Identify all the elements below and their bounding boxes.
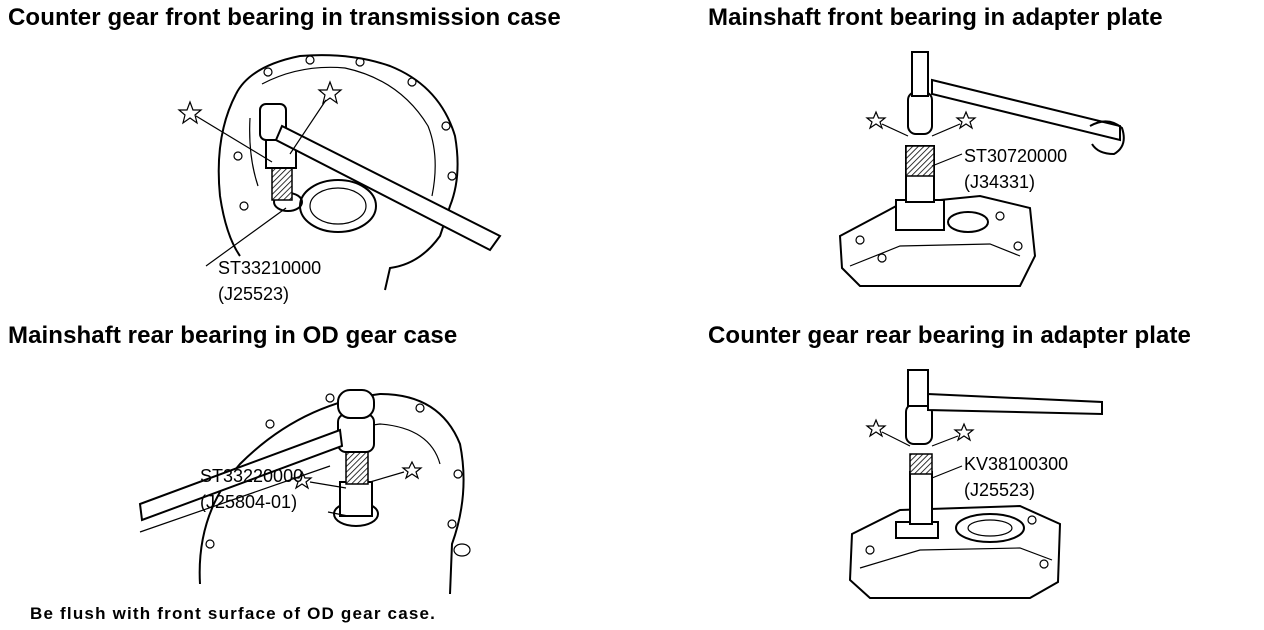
transmission-case-illustration	[177, 54, 502, 291]
star-icon	[317, 80, 343, 105]
star-icon	[291, 470, 313, 490]
tool-number-label: ST33210000	[218, 258, 322, 278]
tool-number-label: ST33220000	[200, 466, 304, 486]
tool-number-label: ST30720000	[964, 146, 1068, 166]
footnote: Be flush with front surface of OD gear c…	[30, 604, 437, 623]
star-icon	[177, 100, 203, 125]
panel-title: Mainshaft front bearing in adapter plate	[708, 4, 1163, 31]
od-gear-case-illustration	[138, 389, 471, 595]
star-icon	[401, 460, 423, 480]
panel-mainshaft-rear-bearing: Mainshaft rear bearing in OD gear case	[0, 318, 620, 628]
star-icon	[953, 422, 975, 442]
tool-alt-label: (J25523)	[218, 284, 290, 304]
adapter-plate-rear-illustration	[848, 369, 1103, 599]
panel-counter-gear-rear-bearing: Counter gear rear bearing in adapter pla…	[700, 318, 1264, 628]
panel-mainshaft-front-bearing: Mainshaft front bearing in adapter plate…	[700, 0, 1264, 310]
adapter-plate-illustration	[838, 51, 1125, 287]
tool-number-label: KV38100300	[964, 454, 1069, 474]
panel-counter-gear-front-bearing: Counter gear front bearing in transmissi…	[0, 0, 620, 310]
star-icon	[865, 418, 887, 438]
tool-alt-label: (J25804-01)	[200, 492, 298, 512]
star-icon	[865, 110, 887, 130]
panel-title: Mainshaft rear bearing in OD gear case	[8, 322, 458, 349]
tool-alt-label: (J25523)	[964, 480, 1036, 500]
tool-alt-label: (J34331)	[964, 172, 1036, 192]
panel-title: Counter gear front bearing in transmissi…	[8, 4, 561, 31]
star-icon	[955, 110, 977, 130]
panel-title: Counter gear rear bearing in adapter pla…	[708, 322, 1191, 349]
